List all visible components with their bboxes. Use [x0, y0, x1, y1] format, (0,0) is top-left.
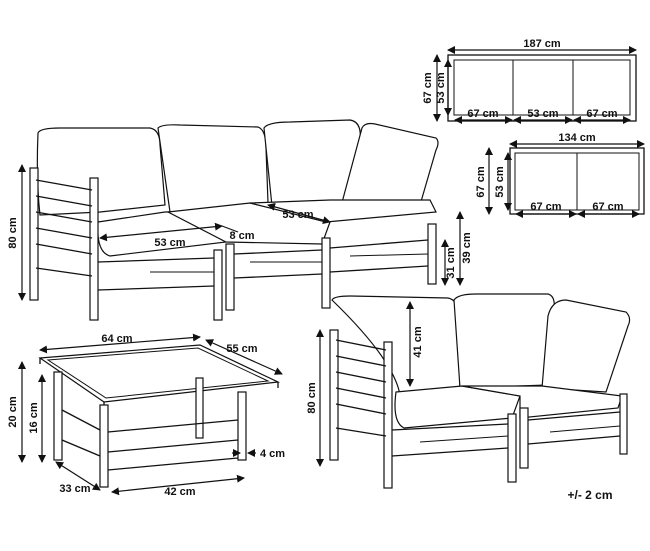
table-top-depth-label: 55 cm	[226, 343, 257, 355]
plan-small-seg1-label: 67 cm	[530, 201, 561, 213]
plan-small-inner-depth-label: 53 cm	[494, 166, 506, 197]
plan-small-width-label: 134 cm	[558, 132, 596, 144]
plan-small-seg2-label: 67 cm	[592, 201, 623, 213]
loveseat-back-height-label: 41 cm	[412, 326, 424, 357]
plan-large-seg2-label: 53 cm	[527, 108, 558, 120]
sofa-seat-top-label: 39 cm	[461, 232, 473, 263]
table-base-depth-label: 33 cm	[59, 483, 90, 495]
table-top-width-label: 64 cm	[101, 333, 132, 345]
sofa-seat-height-label: 31 cm	[445, 247, 457, 278]
plan-large: 187 cm 67 cm 53 cm 67 cm 53 cm 67 cm	[422, 38, 637, 124]
loveseat-height-label: 80 cm	[306, 382, 318, 413]
sofa-depth-label: 53 cm	[282, 209, 313, 221]
sofa-drawing: 80 cm 53 cm 8 cm 53 cm 31 cm 39 cm	[7, 119, 473, 321]
plan-large-seg3-label: 67 cm	[586, 108, 617, 120]
loveseat-drawing: 41 cm 80 cm	[306, 293, 631, 489]
table-base-width-label: 42 cm	[164, 486, 195, 498]
table-leg-height-label: 16 cm	[28, 402, 40, 433]
table-drawing: 64 cm 55 cm 20 cm 16 cm 33 cm 42 cm 4 cm	[7, 333, 285, 498]
plan-large-inner-depth-label: 53 cm	[435, 72, 447, 103]
sofa-width-label: 53 cm	[154, 237, 185, 249]
table-leg-thickness-label: 4 cm	[260, 448, 285, 460]
plan-small-depth-label: 67 cm	[475, 166, 487, 197]
table-height-label: 20 cm	[7, 396, 19, 427]
plan-large-width-label: 187 cm	[523, 38, 561, 50]
plan-small: 134 cm 67 cm 53 cm 67 cm 67 cm	[475, 132, 645, 218]
tolerance-note: +/- 2 cm	[567, 488, 612, 502]
sofa-height-label: 80 cm	[7, 217, 19, 248]
plan-large-depth-label: 67 cm	[422, 72, 434, 103]
plan-large-seg1-label: 67 cm	[467, 108, 498, 120]
sofa-gap-label: 8 cm	[229, 230, 254, 242]
